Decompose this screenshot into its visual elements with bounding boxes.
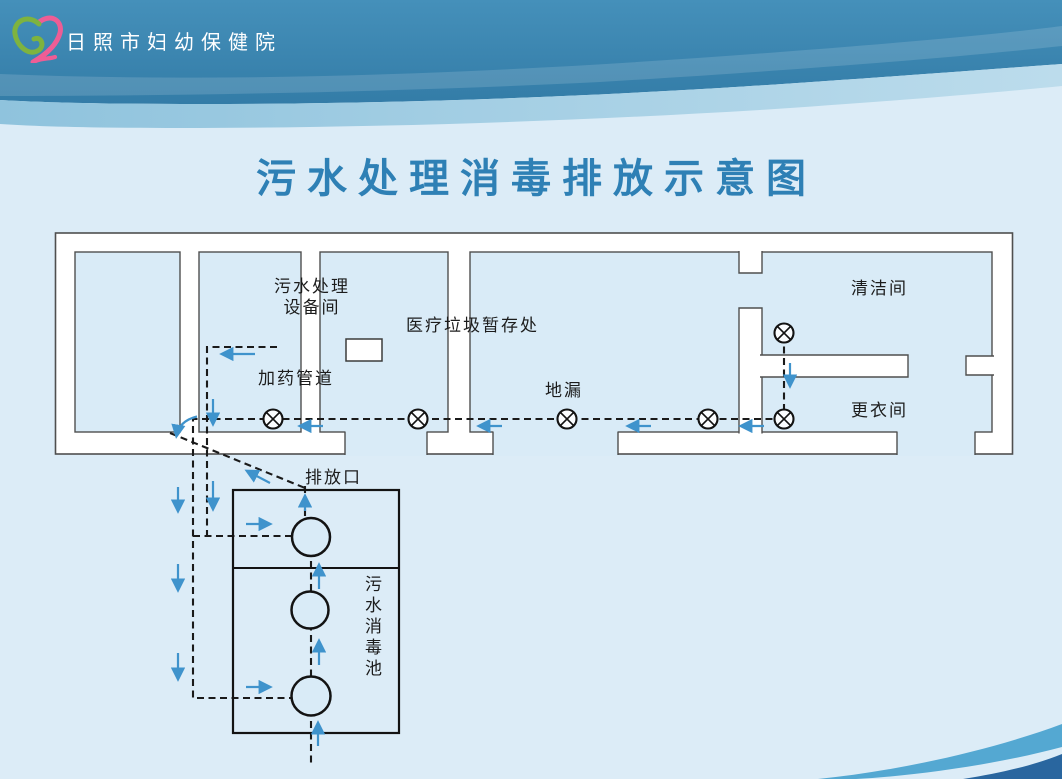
hospital-name: 日照市妇幼保健院 [66,32,282,54]
disinfection-pool [231,488,401,735]
flow-arrow-curved-down [171,415,198,439]
floor-drain-icon [697,408,719,430]
room-1 [74,251,181,433]
room-4-main [469,251,993,433]
wall-end-lines [344,431,976,455]
floor-drains [262,322,795,430]
rooms [74,251,993,433]
label-dosing-pipe: 加药管道 [258,369,334,388]
pool-chamber-circle-2 [290,590,330,630]
wave-corner [963,754,1062,779]
label-medical-waste: 医疗垃圾暂存处 [406,316,539,335]
door-gap [897,431,975,456]
wave-stripe [818,724,1062,779]
hospital-heart-logo-icon [12,15,63,63]
door-gap [493,431,618,456]
floor-drain-icon [407,408,429,430]
floor-drain-icon [773,322,795,344]
flow-arrows [170,346,798,746]
page-title: 污水处理消毒排放示意图 [256,157,817,201]
door-gap [345,431,427,456]
partitions [738,250,994,434]
floor-drain-icon [556,408,578,430]
door-openings [344,431,976,456]
header-wave-background [0,0,1062,128]
floor-drain-icon [773,408,795,430]
partition-stub [739,250,762,273]
discharge-pipe-line [169,432,306,489]
pool-chamber-circle-1 [290,516,332,558]
flow-arrow-discharge [244,469,271,484]
label-disinfection-pool: 污水消毒池 [362,575,381,680]
partition-horizontal-wall [760,355,908,377]
label-floor-drain: 地漏 [545,381,583,400]
header-banner: 日照市妇幼保健院 [0,0,1062,140]
room-3-medical-waste [319,251,449,433]
partition-door-tab [966,356,994,375]
drain-collector-pipe [191,417,784,700]
partition-vertical-wall [739,308,762,434]
pool-chamber-circle-3 [290,675,332,717]
floor-drain-icon [262,408,284,430]
dosing-pipe-line [205,345,277,536]
label-cleaning-room: 清洁间 [851,279,908,298]
room-2-equipment [198,251,302,433]
equipment-box [345,338,383,362]
label-changing-room: 更衣间 [851,401,908,420]
label-equipment-room: 污水处理 设备间 [274,277,350,317]
label-discharge-outlet: 排放口 [305,468,362,487]
